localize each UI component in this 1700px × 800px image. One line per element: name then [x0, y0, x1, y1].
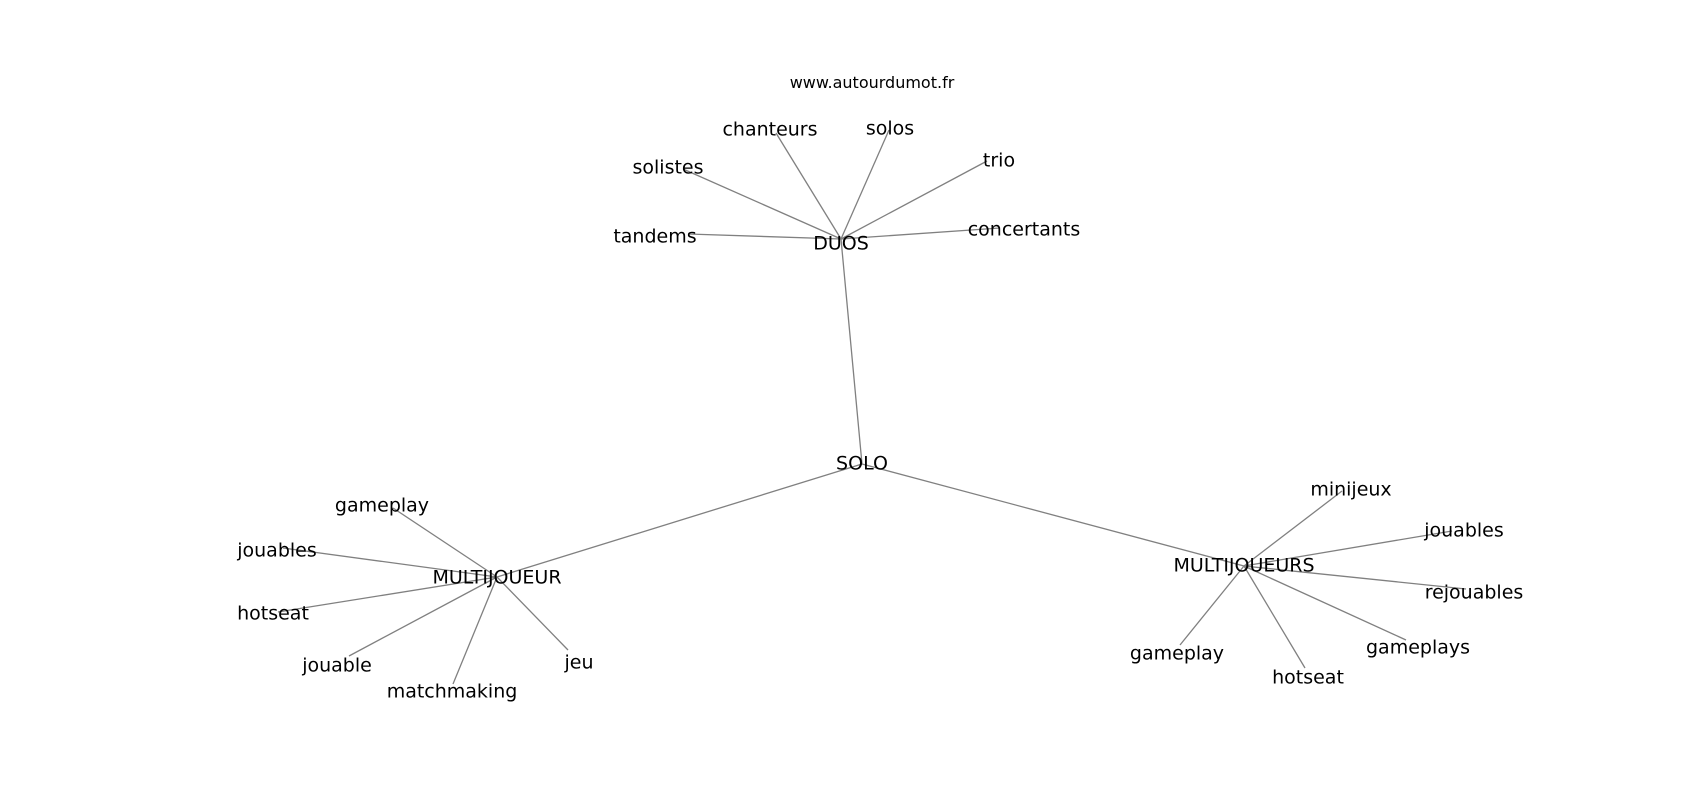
edge-multijoueurs-gameplay: [1179, 565, 1245, 646]
node-leaf-multijoueur-gameplay[interactable]: gameplay: [335, 495, 429, 517]
node-leaf-duos-solistes[interactable]: solistes: [632, 157, 703, 179]
edge-multijoueurs-minijeux: [1243, 490, 1343, 567]
node-center-solo[interactable]: SOLO: [836, 453, 888, 475]
edge-solo-multijoueur: [496, 463, 863, 578]
edge-multijoueurs-hotseat: [1243, 565, 1306, 669]
edge-duos-solistes: [682, 168, 842, 240]
edge-multijoueur-hotseat: [277, 576, 498, 613]
edge-multijoueurs-jouables: [1243, 530, 1453, 567]
node-leaf-multijoueur-jeu[interactable]: jeu: [563, 652, 593, 674]
node-leaf-multijoueurs-gameplays[interactable]: gameplays: [1366, 637, 1470, 659]
node-leaf-multijoueur-jouable[interactable]: jouable: [301, 655, 372, 677]
node-leaf-multijoueur-hotseat[interactable]: hotseat: [237, 603, 309, 625]
edge-duos-concertants: [840, 227, 1001, 240]
node-leaf-duos-concertants[interactable]: concertants: [968, 219, 1081, 241]
edge-solo-multijoueurs: [861, 463, 1245, 567]
node-hub-multijoueur[interactable]: MULTIJOUEUR: [432, 567, 561, 589]
edge-solo-duos: [840, 238, 863, 465]
edge-multijoueur-matchmaking: [452, 576, 498, 685]
node-leaf-duos-solos[interactable]: solos: [866, 118, 914, 140]
node-leaf-multijoueur-jouables[interactable]: jouables: [236, 540, 317, 562]
edge-multijoueur-gameplay: [392, 507, 498, 578]
node-leaf-multijoueurs-jouables[interactable]: jouables: [1423, 520, 1504, 542]
node-hub-duos[interactable]: DUOS: [813, 233, 869, 255]
edge-duos-tandems: [687, 233, 842, 240]
node-leaf-multijoueurs-rejouables[interactable]: rejouables: [1425, 582, 1524, 604]
site-watermark[interactable]: www.autourdumot.fr: [790, 73, 955, 92]
edge-multijoueurs-rejouables: [1243, 565, 1467, 590]
edge-multijoueur-jouable: [348, 576, 498, 657]
node-leaf-duos-tandems[interactable]: tandems: [613, 226, 696, 248]
node-leaf-duos-chanteurs[interactable]: chanteurs: [722, 119, 817, 141]
edge-multijoueur-jeu: [496, 576, 569, 651]
graph-labels: SOLO DUOS chanteurs solos solistes trio tandem…: [236, 118, 1523, 703]
edge-duos-chanteurs: [775, 132, 842, 240]
node-leaf-duos-trio[interactable]: trio: [983, 150, 1015, 172]
node-leaf-multijoueurs-gameplay[interactable]: gameplay: [1130, 643, 1224, 665]
node-leaf-multijoueur-matchmaking[interactable]: matchmaking: [387, 681, 518, 703]
node-hub-multijoueurs[interactable]: MULTIJOUEURS: [1173, 555, 1314, 577]
edge-duos-trio: [840, 160, 988, 240]
graph-edges: [277, 129, 1467, 685]
node-leaf-multijoueurs-minijeux[interactable]: minijeux: [1310, 479, 1391, 501]
edge-multijoueur-jouables: [282, 547, 498, 578]
edge-duos-solos: [840, 129, 890, 240]
edge-multijoueurs-gameplays: [1243, 565, 1407, 641]
node-leaf-multijoueurs-hotseat[interactable]: hotseat: [1272, 667, 1344, 689]
